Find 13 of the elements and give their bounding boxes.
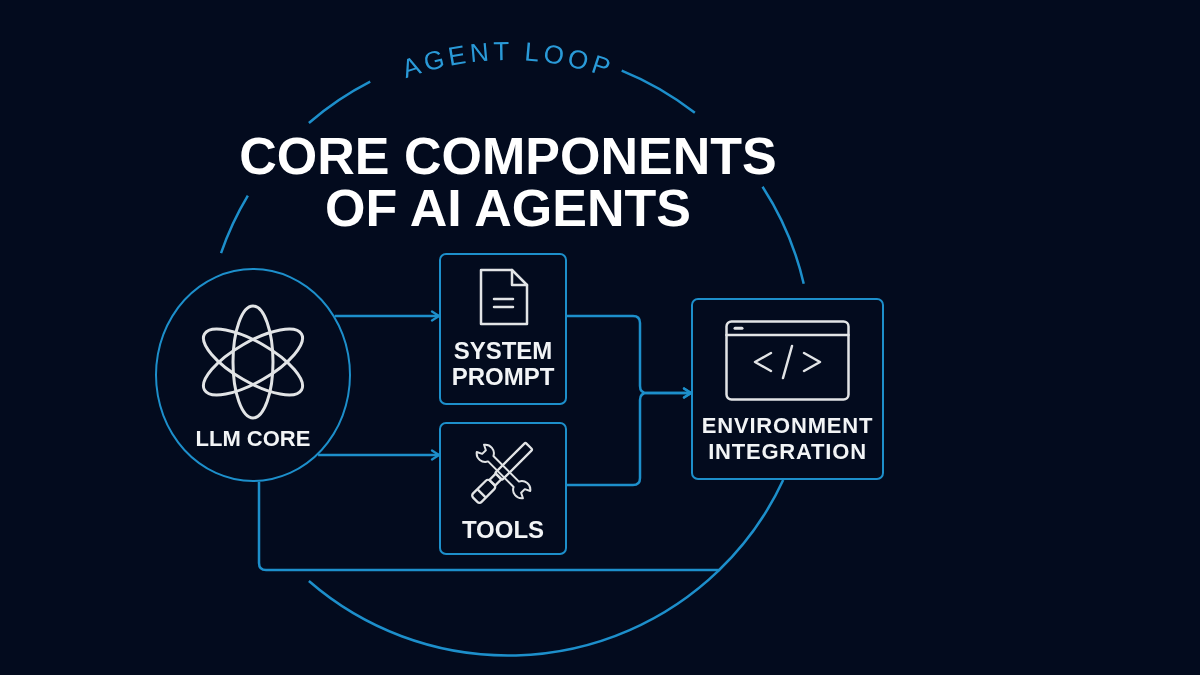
node-label: ENVIRONMENT INTEGRATION — [700, 413, 875, 465]
arrow — [567, 387, 693, 487]
connector-line — [257, 479, 785, 572]
title: CORE COMPONENTS OF AI AGENTS — [238, 130, 778, 234]
component-card — [691, 298, 884, 480]
node-label: SYSTEM PROMPT — [450, 338, 556, 390]
loop-label: AGENT LOOP — [398, 35, 618, 84]
node-label: TOOLS — [461, 517, 545, 543]
arrow — [318, 449, 441, 461]
node-label: LLM CORE — [195, 426, 311, 452]
component-card — [439, 253, 567, 405]
arrow — [334, 310, 441, 322]
component-card — [439, 422, 567, 555]
